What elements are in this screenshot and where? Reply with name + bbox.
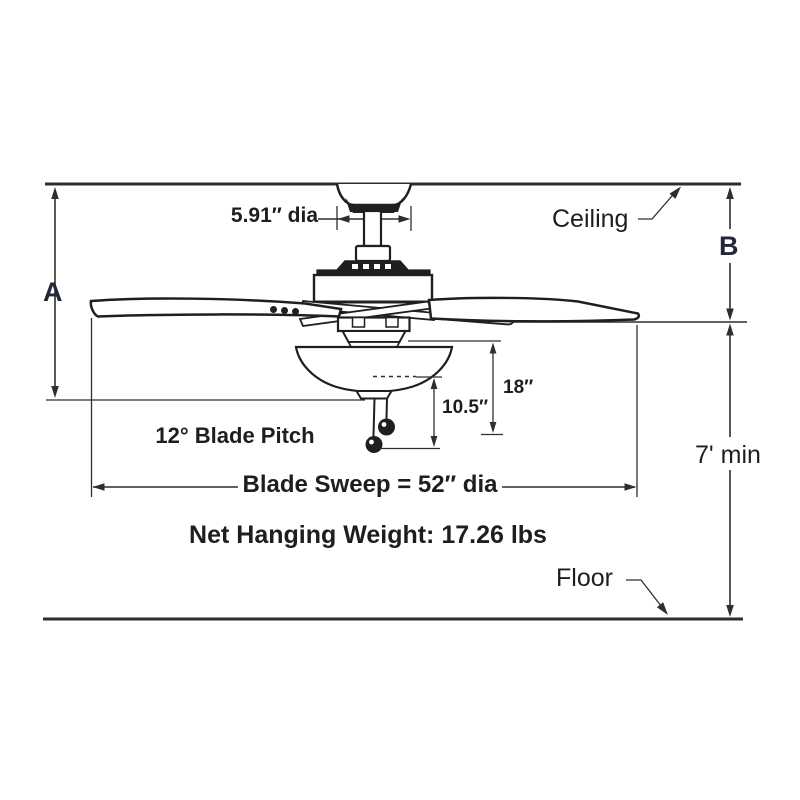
fan-motor-top: [316, 260, 431, 276]
dim-a-label: A: [43, 277, 63, 307]
ceiling-label: Ceiling: [552, 205, 629, 233]
dim-18: [408, 340, 503, 436]
dim-7ft-min: [726, 323, 734, 617]
blade-screw: [270, 306, 277, 313]
dim-canopy-dia: [318, 206, 412, 231]
light-kit-bowl: [294, 345, 454, 400]
dim-b: [726, 187, 734, 321]
blade-screw: [281, 307, 288, 314]
dim-10-5: [373, 375, 442, 450]
blade-pitch-label: 12° Blade Pitch: [155, 423, 315, 448]
dim-blade-sweep: [90, 318, 638, 497]
fan-blade-left: [89, 297, 343, 318]
pull-chains: [365, 398, 395, 453]
switch-housing: [336, 316, 411, 348]
pull-chain-ball: [365, 436, 383, 453]
fan-depth-label: 18″: [503, 377, 534, 398]
leader-ceiling: [638, 186, 681, 220]
floor-label: Floor: [556, 564, 613, 592]
light-depth-label: 10.5″: [442, 397, 489, 418]
canopy-diameter-label: 5.91″ dia: [230, 204, 318, 227]
pull-chain-ball: [378, 418, 395, 436]
blade-screw: [292, 308, 299, 315]
dim-b-label: B: [719, 231, 739, 261]
blade-sweep-label: Blade Sweep = 52″ dia: [242, 471, 498, 498]
net-weight-label: Net Hanging Weight: 17.26 lbs: [189, 521, 547, 549]
fan-canopy: [335, 183, 413, 213]
dim-a: [46, 187, 365, 401]
bowl-cap: [354, 390, 394, 400]
min-clearance-label: 7' min: [695, 441, 761, 469]
downrod-coupler: [354, 244, 392, 263]
fan-downrod: [354, 209, 392, 263]
fan-blade-right: [427, 296, 641, 323]
leader-floor: [626, 579, 668, 615]
fan-drawing: [89, 183, 641, 453]
